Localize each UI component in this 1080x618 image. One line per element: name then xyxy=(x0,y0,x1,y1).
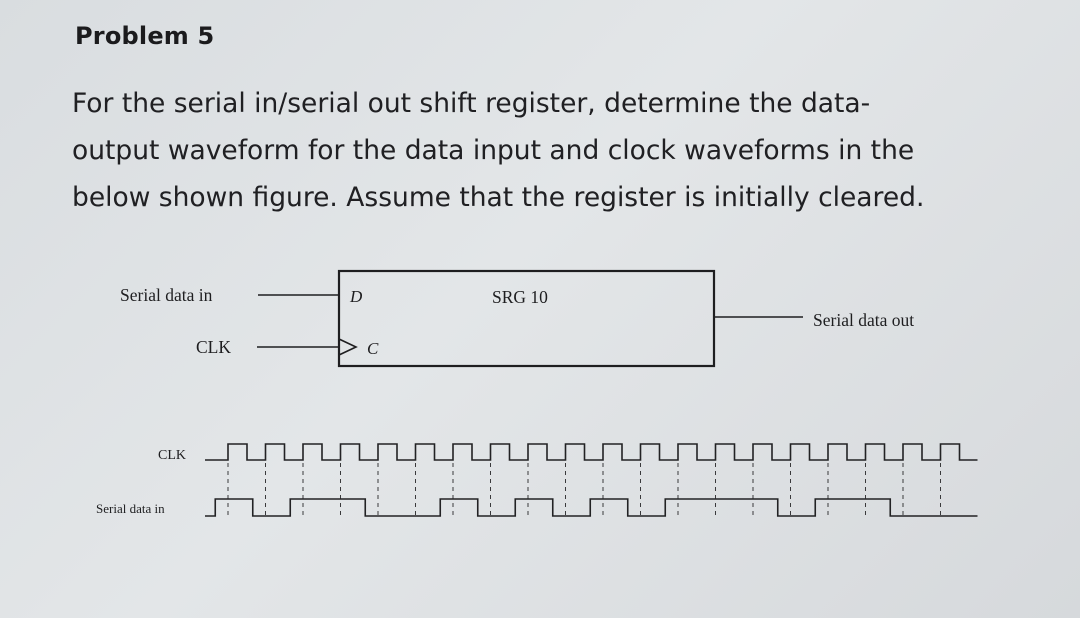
prompt-line-2: output waveform for the data input and c… xyxy=(72,135,915,166)
pin-c-label: C xyxy=(367,339,379,358)
serial-data-in-label: Serial data in xyxy=(120,285,213,305)
register-name-label: SRG 10 xyxy=(492,287,548,307)
timing-data-label: Serial data in xyxy=(96,501,165,516)
prompt-line-3: below shown figure. Assume that the regi… xyxy=(72,182,925,213)
clock-waveform xyxy=(205,443,978,461)
problem-prompt: For the serial in/serial out shift regis… xyxy=(72,80,1062,221)
clock-input-triangle-icon xyxy=(338,338,358,356)
serial-data-in-waveform xyxy=(205,498,978,517)
shift-register-block-diagram xyxy=(257,269,803,368)
timing-clk-label: CLK xyxy=(158,448,186,463)
clk-input-label: CLK xyxy=(196,337,231,357)
prompt-line-1: For the serial in/serial out shift regis… xyxy=(72,88,871,119)
serial-data-out-label: Serial data out xyxy=(813,310,914,330)
timing-diagram xyxy=(205,443,978,517)
pin-d-label: D xyxy=(349,287,363,306)
problem-title: Problem 5 xyxy=(75,22,215,50)
register-box xyxy=(337,269,716,368)
